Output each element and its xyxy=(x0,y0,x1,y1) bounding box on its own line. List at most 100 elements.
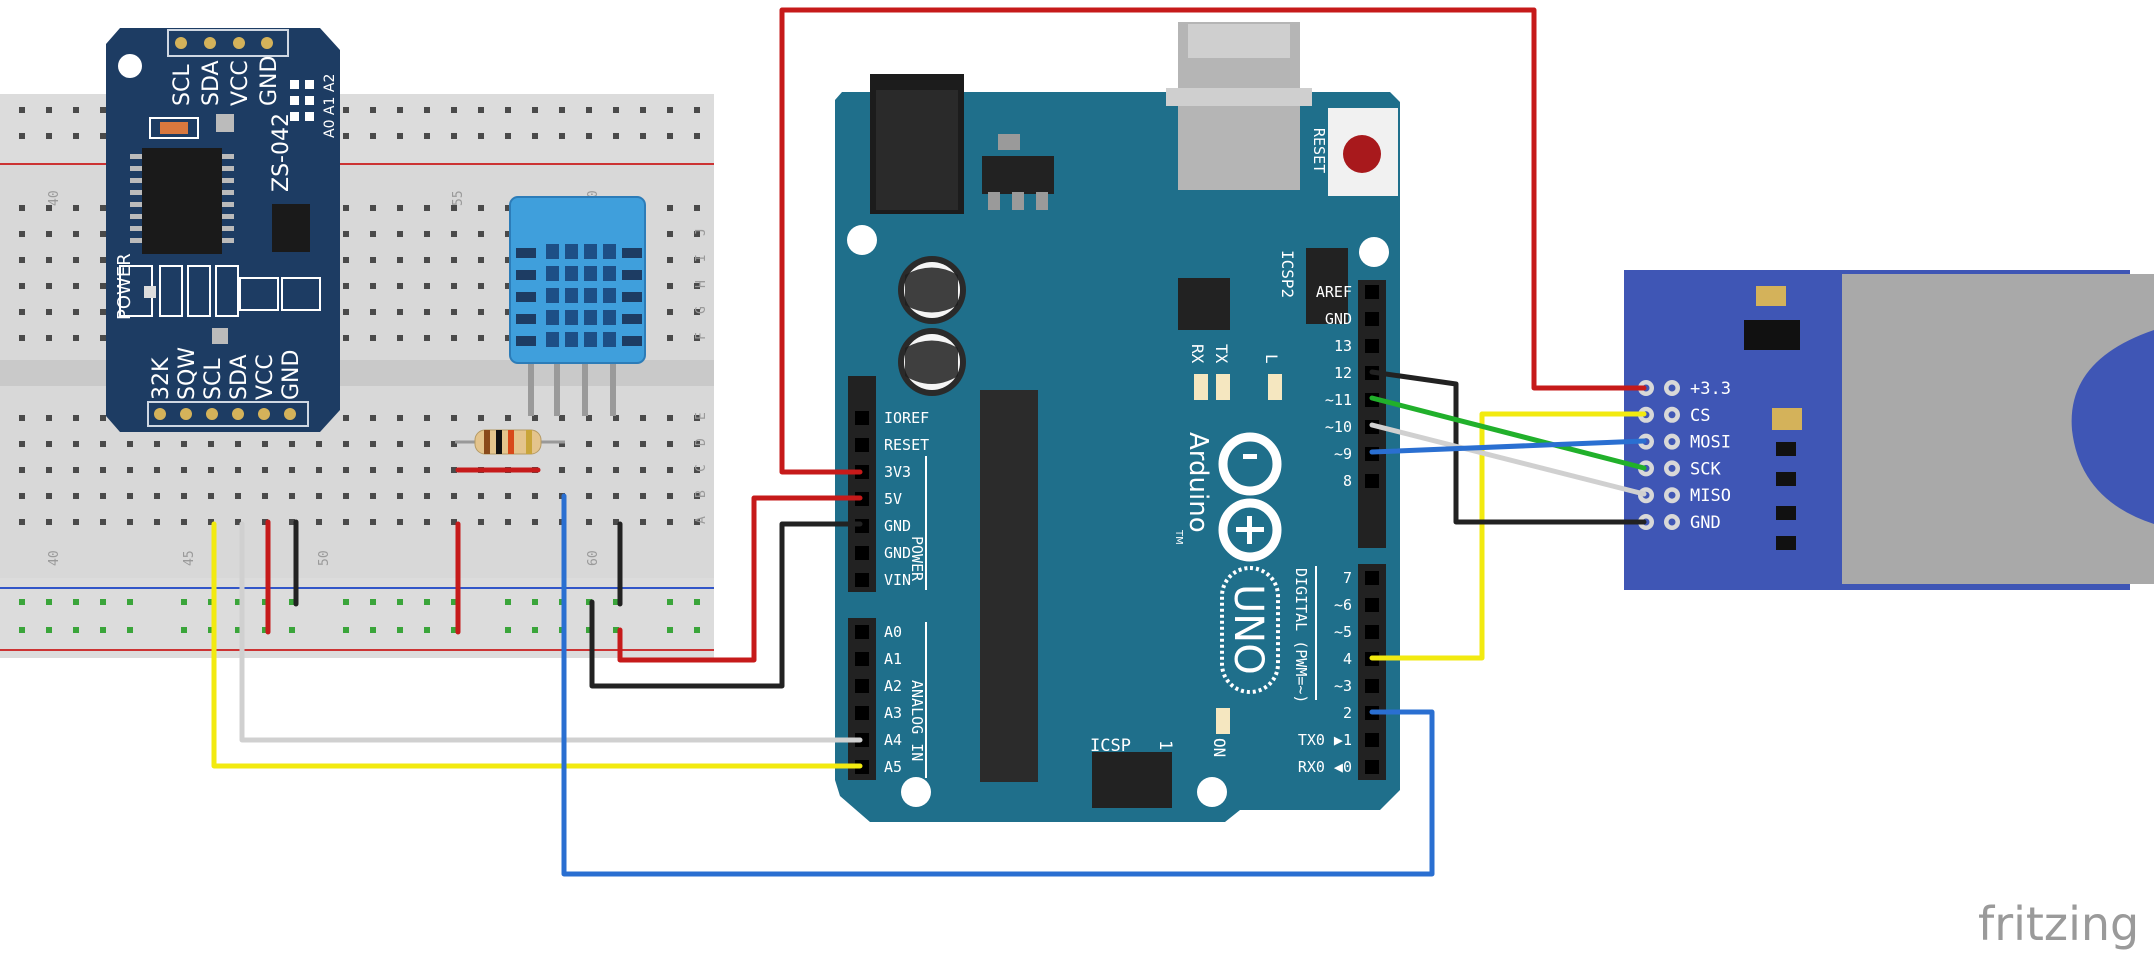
chip-pin xyxy=(222,238,234,243)
power-pin[interactable] xyxy=(855,438,869,452)
breadboard-hole xyxy=(370,205,376,211)
breadboard-hole xyxy=(100,257,106,263)
breadboard-rail-hole xyxy=(127,599,133,605)
digital-pin[interactable] xyxy=(1365,285,1379,299)
breadboard-rail-hole xyxy=(181,627,187,633)
breadboard-hole xyxy=(478,519,484,525)
breadboard-hole xyxy=(586,493,592,499)
breadboard-hole xyxy=(19,493,25,499)
rtc-chip-label: ZS-042 xyxy=(269,113,294,192)
breadboard-hole xyxy=(694,493,700,499)
digital-pin[interactable] xyxy=(1365,598,1379,612)
digital-pin-label: 4 xyxy=(1343,650,1352,668)
breadboard-hole xyxy=(100,133,106,139)
chip-pin xyxy=(130,190,142,195)
breadboard-rail-hole xyxy=(235,599,241,605)
analog-pin[interactable] xyxy=(855,625,869,639)
breadboard-hole xyxy=(343,467,349,473)
dht-grille-slot xyxy=(603,244,616,259)
wire-red-3v3-sd xyxy=(779,7,1647,475)
breadboard-hole xyxy=(667,415,673,421)
dht-grille-slot xyxy=(516,336,536,346)
digital-pin[interactable] xyxy=(1365,733,1379,747)
breadboard-hole xyxy=(19,107,25,113)
breadboard-hole xyxy=(559,467,565,473)
breadboard-hole xyxy=(397,415,403,421)
breadboard-hole xyxy=(478,283,484,289)
analog-pin[interactable] xyxy=(855,652,869,666)
dht-grille-slot xyxy=(584,288,597,303)
analog-pin[interactable] xyxy=(855,679,869,693)
led-rx xyxy=(1194,374,1208,400)
dht-sensor[interactable] xyxy=(509,196,646,416)
breadboard-hole xyxy=(370,309,376,315)
digital-pin[interactable] xyxy=(1365,571,1379,585)
breadboard-hole xyxy=(289,519,295,525)
breadboard-hole xyxy=(586,467,592,473)
col-label-40-top: 40 xyxy=(47,190,62,206)
dht-grille-slot xyxy=(516,248,536,258)
dht-grille-slot xyxy=(584,266,597,281)
breadboard-hole xyxy=(694,257,700,263)
digital-pin-label: ~11 xyxy=(1325,391,1352,409)
digital-pin-label: ~5 xyxy=(1334,623,1352,641)
breadboard-hole xyxy=(505,133,511,139)
breadboard-hole xyxy=(424,415,430,421)
breadboard-hole xyxy=(397,309,403,315)
power-pin-label: IOREF xyxy=(884,409,929,427)
breadboard-hole xyxy=(424,257,430,263)
rtc-bottom-header xyxy=(147,401,309,427)
breadboard-hole xyxy=(46,133,52,139)
wire-black-gnd xyxy=(589,521,863,689)
breadboard-rail-hole xyxy=(262,599,268,605)
chip-pin xyxy=(130,166,142,171)
digital-pin[interactable] xyxy=(1365,679,1379,693)
arduino-uno[interactable]: RESET ICSP2 RX TX L ON Arduino TM xyxy=(835,22,1400,822)
power-group-label: POWER xyxy=(908,536,926,582)
rtc-module[interactable]: SCL SDA VCC GND ZS-042 POWER 32K SQW SCL… xyxy=(106,28,340,432)
chip-pin xyxy=(222,190,234,195)
led-l xyxy=(1268,374,1282,400)
breadboard-hole xyxy=(424,205,430,211)
digital-pin[interactable] xyxy=(1365,625,1379,639)
digital-pin-label: 12 xyxy=(1334,364,1352,382)
digital-pin[interactable] xyxy=(1365,474,1379,488)
breadboard-hole xyxy=(100,519,106,525)
breadboard-hole xyxy=(640,133,646,139)
breadboard-hole xyxy=(397,133,403,139)
breadboard-hole xyxy=(397,467,403,473)
breadboard-rail-hole xyxy=(46,627,52,633)
breadboard-hole xyxy=(451,133,457,139)
digital-pin[interactable] xyxy=(1365,312,1379,326)
digital-pin[interactable] xyxy=(1365,760,1379,774)
breadboard-hole xyxy=(73,493,79,499)
breadboard-hole xyxy=(46,257,52,263)
breadboard-hole xyxy=(694,467,700,473)
rtc-pin-scl: SCL xyxy=(201,358,226,400)
dht-grille-slot xyxy=(565,310,578,325)
breadboard-hole xyxy=(397,283,403,289)
power-pin[interactable] xyxy=(855,546,869,560)
reset-label: RESET xyxy=(1310,128,1328,173)
breadboard-hole xyxy=(505,205,511,211)
breadboard-hole xyxy=(316,493,322,499)
analog-pin-label: A5 xyxy=(884,758,902,776)
digital-pin[interactable] xyxy=(1365,339,1379,353)
analog-pin[interactable] xyxy=(855,706,869,720)
resistor[interactable] xyxy=(455,429,565,455)
breadboard-hole xyxy=(532,415,538,421)
breadboard-hole xyxy=(370,467,376,473)
dht-grille-slot xyxy=(546,244,559,259)
breadboard-hole xyxy=(370,231,376,237)
power-pin-label: RESET xyxy=(884,436,929,454)
breadboard-hole xyxy=(19,415,25,421)
wire-white-a4 xyxy=(239,521,863,743)
icsp2-header xyxy=(1306,248,1348,324)
power-pin[interactable] xyxy=(855,411,869,425)
chip-pin xyxy=(222,178,234,183)
breadboard-hole xyxy=(316,519,322,525)
microcontroller-chip xyxy=(980,390,1038,782)
power-pin[interactable] xyxy=(855,573,869,587)
